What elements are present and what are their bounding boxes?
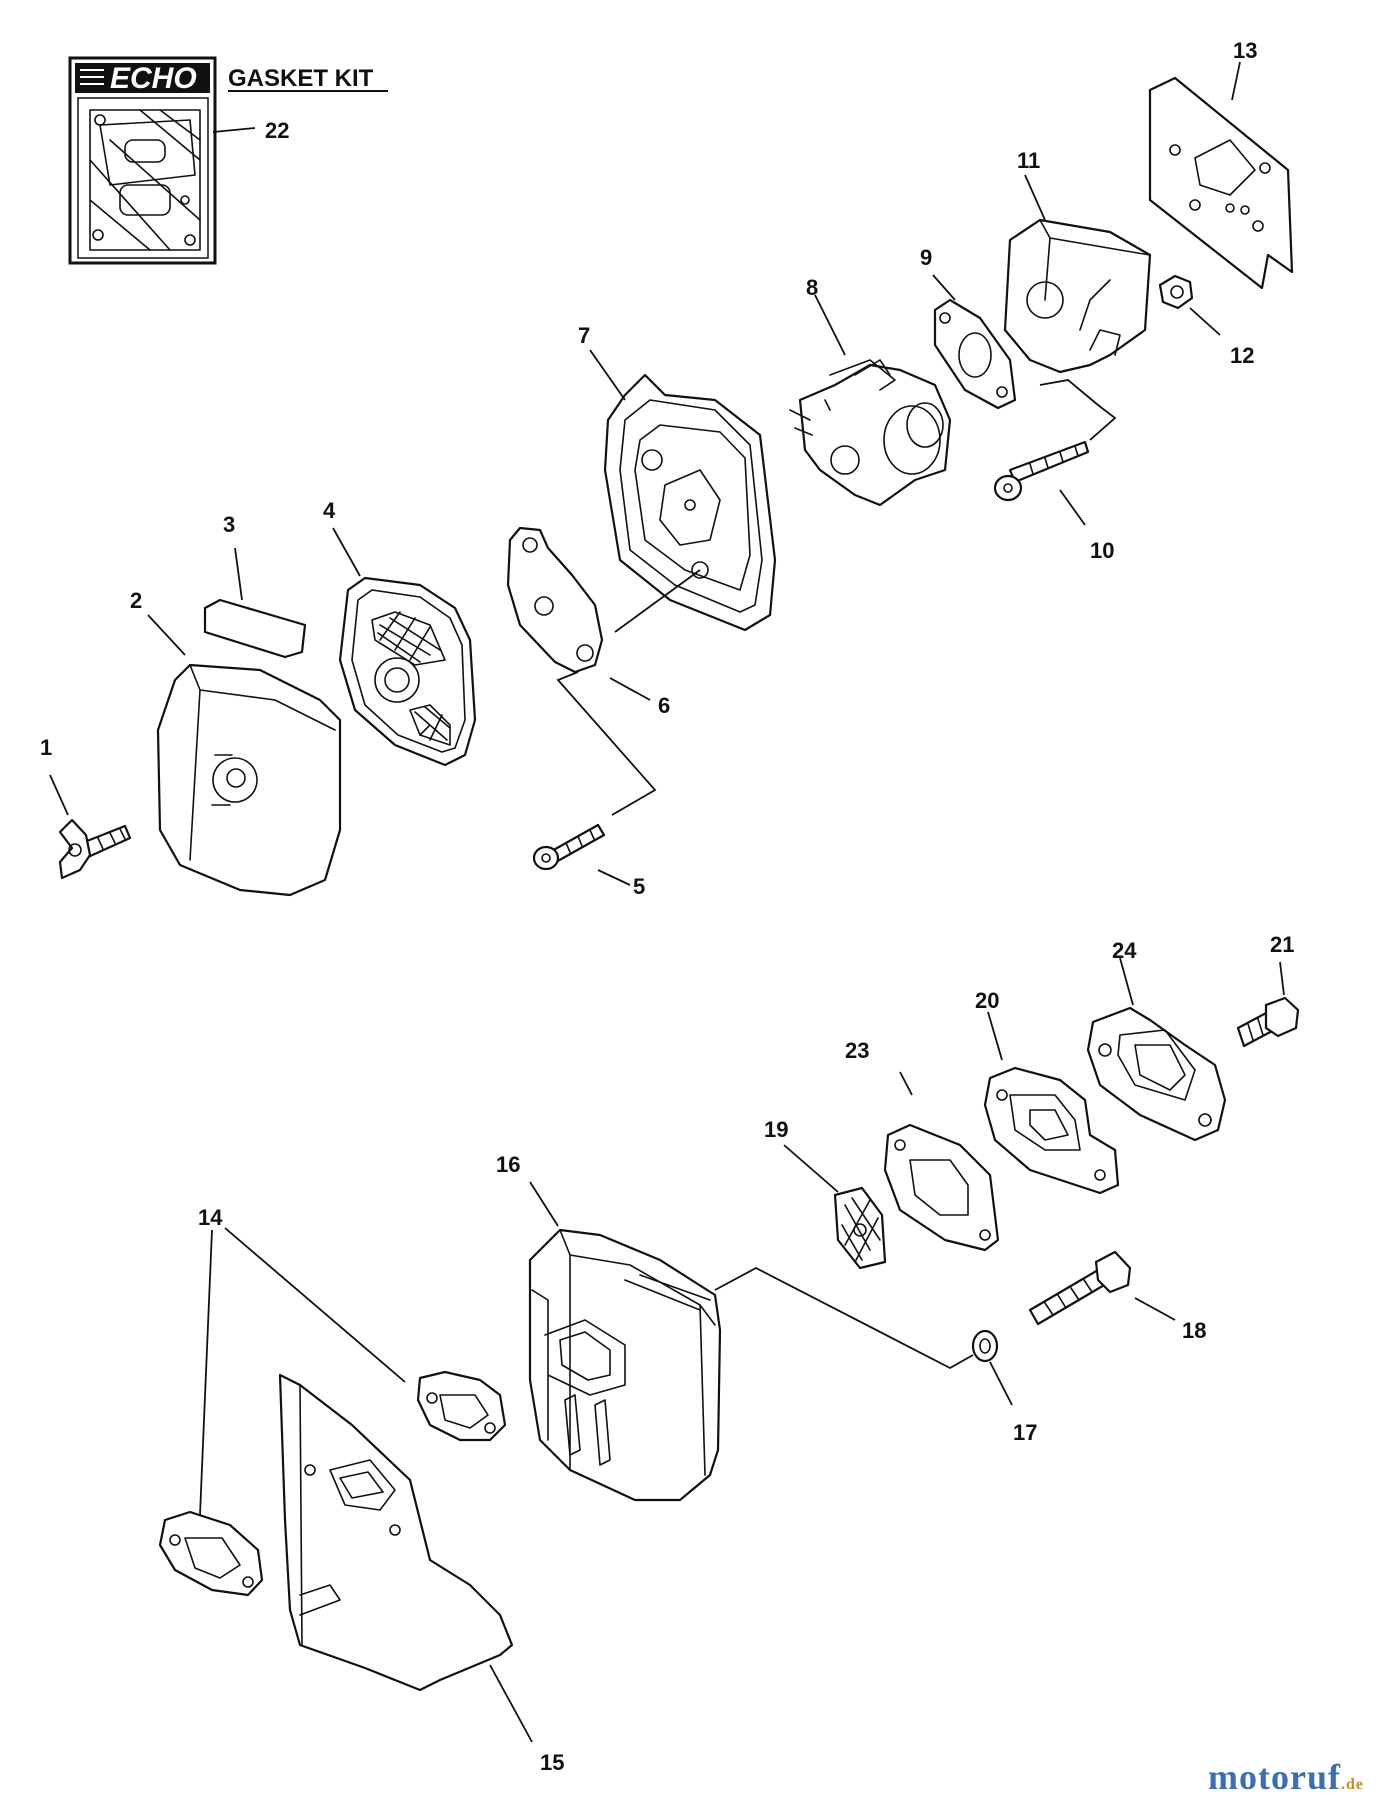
part-5-screw bbox=[532, 823, 606, 871]
callout-14: 14 bbox=[198, 1205, 223, 1230]
callout-23: 23 bbox=[845, 1038, 869, 1063]
part-4-air-filter bbox=[338, 576, 477, 767]
leader-16-17 bbox=[714, 1266, 974, 1370]
callout-17: 17 bbox=[1013, 1420, 1037, 1445]
part-9-carb-gasket bbox=[933, 298, 1017, 410]
callout-leaders bbox=[49, 61, 1285, 1743]
part-13-gasket-plate bbox=[1148, 76, 1294, 290]
callout-2: 2 bbox=[130, 588, 142, 613]
leader-7-6 bbox=[614, 569, 701, 633]
part-6-bracket bbox=[506, 526, 604, 674]
callout-5: 5 bbox=[633, 874, 645, 899]
part-8-carburetor bbox=[789, 359, 952, 507]
watermark-main: motoruf bbox=[1208, 1757, 1341, 1797]
part-21-bolt bbox=[1236, 996, 1300, 1048]
callout-24: 24 bbox=[1112, 938, 1137, 963]
callout-6: 6 bbox=[658, 693, 670, 718]
part-17-washer bbox=[971, 1329, 999, 1363]
part-16-muffler bbox=[528, 1228, 722, 1502]
part-12-nut bbox=[1158, 274, 1194, 310]
callout-7: 7 bbox=[578, 323, 590, 348]
part-24-exhaust-plate bbox=[1086, 1006, 1227, 1142]
callout-18: 18 bbox=[1182, 1318, 1206, 1343]
callout-9: 9 bbox=[920, 245, 932, 270]
echo-logo: ECHO bbox=[110, 62, 197, 95]
callout-1: 1 bbox=[40, 735, 52, 760]
watermark: motoruf.de bbox=[1208, 1756, 1364, 1798]
callout-15: 15 bbox=[540, 1750, 564, 1775]
gasket-kit-package: ECHO bbox=[68, 56, 217, 265]
callout-16: 16 bbox=[496, 1152, 520, 1177]
part-20-gasket bbox=[983, 1066, 1120, 1195]
callout-12: 12 bbox=[1230, 343, 1254, 368]
part-2-cover bbox=[156, 663, 342, 897]
callout-3: 3 bbox=[223, 512, 235, 537]
part-10-screw bbox=[993, 440, 1090, 502]
part-3-filter-pad bbox=[203, 598, 307, 659]
watermark-suffix: .de bbox=[1341, 1776, 1364, 1793]
callout-4: 4 bbox=[323, 498, 336, 523]
callout-8: 8 bbox=[806, 275, 818, 300]
callout-numbers: 1 2 3 4 5 6 7 8 9 10 11 12 13 14 15 16 1… bbox=[40, 38, 1294, 1775]
callout-20: 20 bbox=[975, 988, 999, 1013]
part-11-insulator bbox=[1003, 218, 1152, 374]
callout-11: 11 bbox=[1017, 148, 1040, 173]
callout-21: 21 bbox=[1270, 932, 1294, 957]
leader-11-10 bbox=[1039, 379, 1117, 441]
part-14-gasket-upper bbox=[416, 1370, 507, 1442]
part-23-gasket bbox=[883, 1123, 1000, 1252]
part-1-wing-bolt bbox=[58, 818, 132, 880]
part-18-screw bbox=[1028, 1250, 1132, 1326]
leader-6-5 bbox=[556, 671, 657, 816]
callout-13: 13 bbox=[1233, 38, 1257, 63]
part-7-air-cleaner-base bbox=[603, 373, 777, 632]
gasket-kit-title: GASKET KIT bbox=[228, 65, 374, 92]
callout-22: 22 bbox=[265, 118, 289, 143]
part-14-gasket-lower bbox=[158, 1510, 264, 1597]
part-15-heat-shield bbox=[278, 1373, 514, 1692]
part-19-spark-screen bbox=[833, 1186, 887, 1270]
callout-10: 10 bbox=[1090, 538, 1114, 563]
callout-19: 19 bbox=[764, 1117, 788, 1142]
